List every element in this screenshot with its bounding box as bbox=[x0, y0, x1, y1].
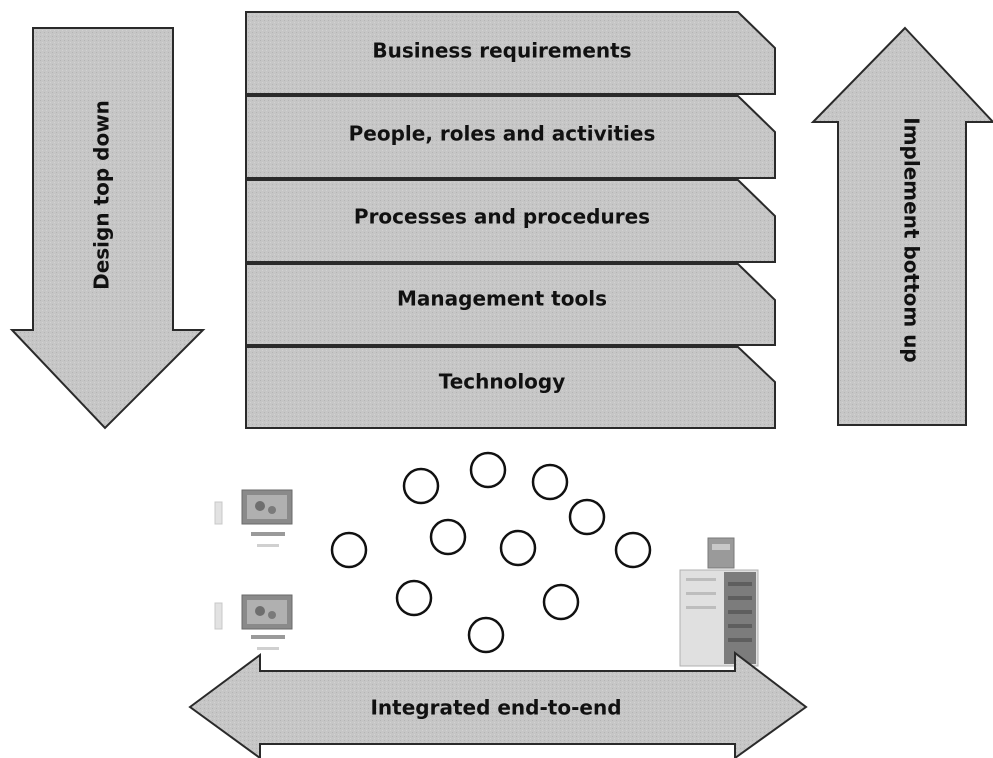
design-top-down-label: Design top down bbox=[90, 100, 114, 290]
integrated-end-to-end-arrow: Integrated end-to-end bbox=[188, 650, 808, 758]
node-circle bbox=[395, 579, 433, 617]
node-circle bbox=[499, 529, 537, 567]
layer-label: People, roles and activities bbox=[349, 122, 656, 146]
node-circle bbox=[531, 463, 569, 501]
node-circle bbox=[467, 616, 505, 654]
design-top-down-arrow: Design top down bbox=[9, 27, 206, 430]
node-circle bbox=[469, 451, 507, 489]
implement-bottom-up-label: Implement bottom up bbox=[900, 117, 924, 362]
layer-technology: Technology bbox=[245, 346, 776, 429]
layer-management-tools: Management tools bbox=[245, 263, 776, 346]
layer-processes-procedures: Processes and procedures bbox=[245, 179, 776, 263]
node-circle bbox=[429, 518, 467, 556]
node-circle bbox=[402, 467, 440, 505]
layer-stack: Business requirements People, roles and … bbox=[245, 11, 776, 429]
implement-bottom-up-arrow: Implement bottom up bbox=[810, 26, 993, 426]
node-circle bbox=[568, 498, 606, 536]
layer-people-roles-activities: People, roles and activities bbox=[245, 95, 776, 179]
layer-label: Processes and procedures bbox=[354, 205, 650, 229]
layer-label: Technology bbox=[439, 370, 566, 394]
monitor-icon bbox=[214, 594, 293, 650]
integrated-end-to-end-label: Integrated end-to-end bbox=[370, 696, 621, 720]
server-tower-icon bbox=[679, 537, 759, 667]
node-circle bbox=[614, 531, 652, 569]
node-cloud bbox=[330, 451, 652, 654]
layer-business-requirements: Business requirements bbox=[245, 11, 776, 95]
node-circle bbox=[542, 583, 580, 621]
monitor-icon bbox=[214, 489, 293, 547]
node-circle bbox=[330, 531, 368, 569]
layer-label: Business requirements bbox=[372, 39, 631, 63]
layer-label: Management tools bbox=[397, 287, 607, 311]
